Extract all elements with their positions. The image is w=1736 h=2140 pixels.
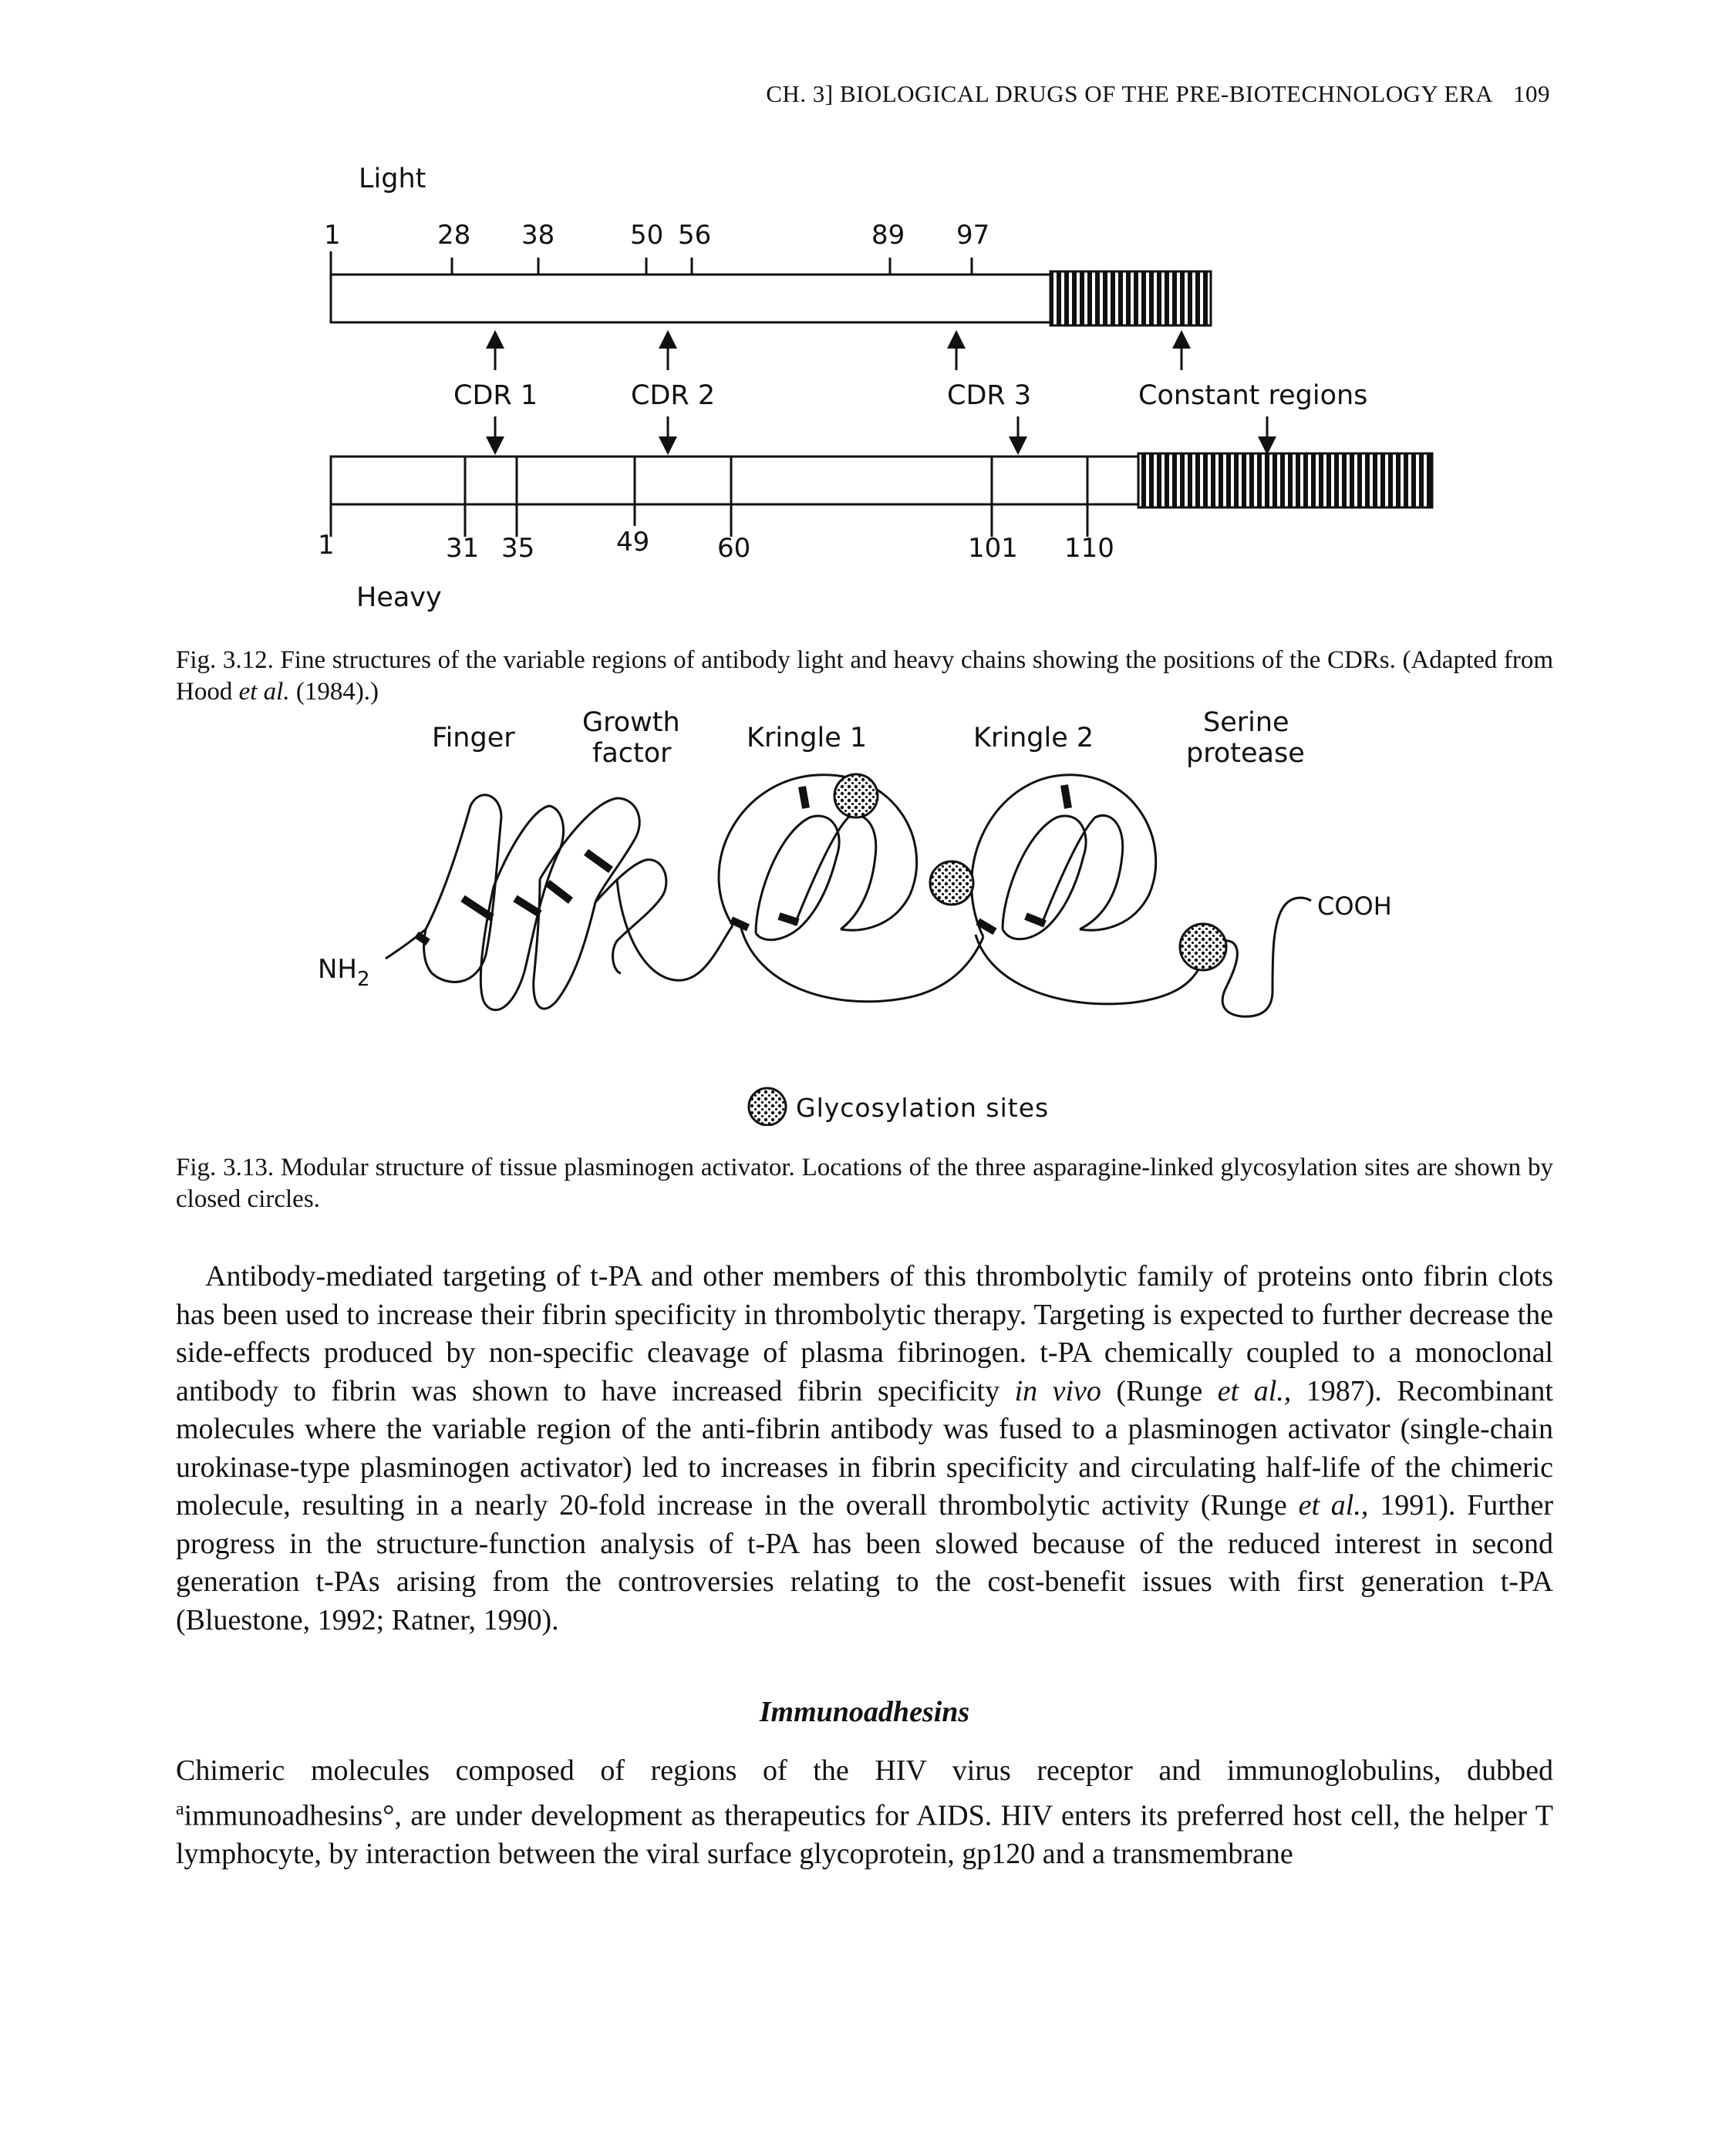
figure-3-13-caption: Fig. 3.13. Modular structure of tissue p… [176, 1154, 1553, 1213]
constant-regions-label: Constant regions [1138, 380, 1367, 411]
paragraph-1-part-1: Antibody-mediated targeting of t-PA and … [176, 1260, 1553, 1407]
label-factor: factor [592, 738, 672, 769]
cdr-labels: CDR 1 CDR 2 CDR 3 Constant regions [453, 380, 1367, 411]
heavy-pos-110: 110 [1064, 533, 1114, 564]
paragraph-1-part-4: 1991). Further progress in the structure… [176, 1489, 1554, 1636]
light-pos-97: 97 [956, 220, 989, 251]
glycosylation-site-2 [929, 860, 975, 906]
heavy-chain-label: Heavy [356, 582, 442, 613]
heavy-pos-49: 49 [616, 527, 649, 558]
label-growth: Growth [582, 707, 680, 738]
heavy-chain-bar [329, 452, 1434, 509]
page-number: 109 [1513, 80, 1550, 107]
light-pos-38: 38 [521, 220, 555, 251]
light-chain-positions: 1 28 38 50 56 89 97 [324, 220, 989, 322]
label-finger: Finger [432, 723, 515, 753]
running-head-title: CH. 3] BIOLOGICAL DRUGS OF THE PRE-BIOTE… [766, 80, 1493, 107]
label-serine: Serine [1203, 707, 1289, 738]
heavy-pos-35: 35 [501, 533, 534, 564]
paragraph-1-part-2: (Runge [1116, 1374, 1203, 1407]
nh2-label: NH2 [318, 954, 370, 991]
light-pos-28: 28 [437, 220, 470, 251]
heavy-chain-positions: 1 31 35 49 60 101 110 [318, 457, 1114, 564]
paragraph-1-italic-2: et al., [1217, 1374, 1292, 1407]
paragraph-2-part-2: immunoadhesins°, are under development a… [176, 1799, 1553, 1870]
fig-3-12-caption-text: Fig. 3.12. Fine structures of the variab… [176, 646, 1553, 706]
light-pos-56: 56 [678, 220, 711, 251]
paragraph-1-italic-1: in vivo [1014, 1374, 1101, 1407]
paragraph-1-italic-3: et al., [1298, 1489, 1369, 1522]
cdr1-label: CDR 1 [453, 380, 538, 411]
light-arrows [486, 330, 1191, 370]
heavy-pos-31: 31 [446, 533, 479, 564]
glycosylation-sites [833, 773, 1228, 972]
running-head: CH. 3] BIOLOGICAL DRUGS OF THE PRE-BIOTE… [0, 80, 1550, 108]
paragraph-2-part-1: Chimeric molecules composed of regions o… [176, 1754, 1553, 1787]
heavy-pos-101: 101 [968, 533, 1018, 564]
light-pos-1: 1 [324, 220, 341, 251]
figure-3-13: Finger Growth factor Kringle 1 Kringle 2… [318, 707, 1392, 1126]
figure-3-12: Light 1 28 38 50 56 89 97 CDR 1 CDR 2 [318, 163, 1434, 613]
domain-labels: Finger Growth factor Kringle 1 Kringle 2… [432, 707, 1305, 769]
disulfide-bonds [414, 784, 1072, 946]
heavy-arrows [486, 416, 1276, 455]
cdr3-label: CDR 3 [947, 380, 1031, 411]
heavy-pos-1: 1 [318, 530, 335, 561]
paragraph-1-part-3: 1987). Recombinant molecules where the v… [176, 1374, 1553, 1522]
section-heading: Immunoadhesins [759, 1696, 970, 1728]
fig-3-12-caption-year: (1984).) [295, 678, 379, 706]
tpa-chain [385, 773, 1312, 1018]
figure-3-12-caption: Fig. 3.12. Fine structures of the variab… [176, 645, 1553, 708]
heavy-pos-60: 60 [717, 533, 750, 564]
label-protease: protease [1186, 738, 1305, 769]
paragraph-2: Chimeric molecules composed of regions o… [176, 1752, 1553, 1873]
paragraph-2-superscript: a [176, 1798, 184, 1819]
paragraph-1: Antibody-mediated targeting of t-PA and … [176, 1258, 1553, 1640]
label-kringle-1: Kringle 1 [747, 723, 867, 753]
light-chain-bar [329, 270, 1212, 327]
light-pos-50: 50 [630, 220, 663, 251]
label-kringle-2: Kringle 2 [973, 723, 1094, 753]
fig-3-12-caption-etal: et al. [238, 678, 290, 706]
light-pos-89: 89 [871, 220, 905, 251]
legend-label: Glycosylation sites [796, 1093, 1049, 1123]
cooh-label: COOH [1317, 891, 1392, 921]
glycosylation-site-1 [833, 773, 879, 819]
legend-glycosylation-icon [747, 1087, 787, 1126]
glycosylation-site-3 [1178, 922, 1228, 972]
cdr2-label: CDR 2 [631, 380, 715, 411]
light-chain-label: Light [359, 163, 426, 194]
legend: Glycosylation sites [747, 1087, 1049, 1126]
